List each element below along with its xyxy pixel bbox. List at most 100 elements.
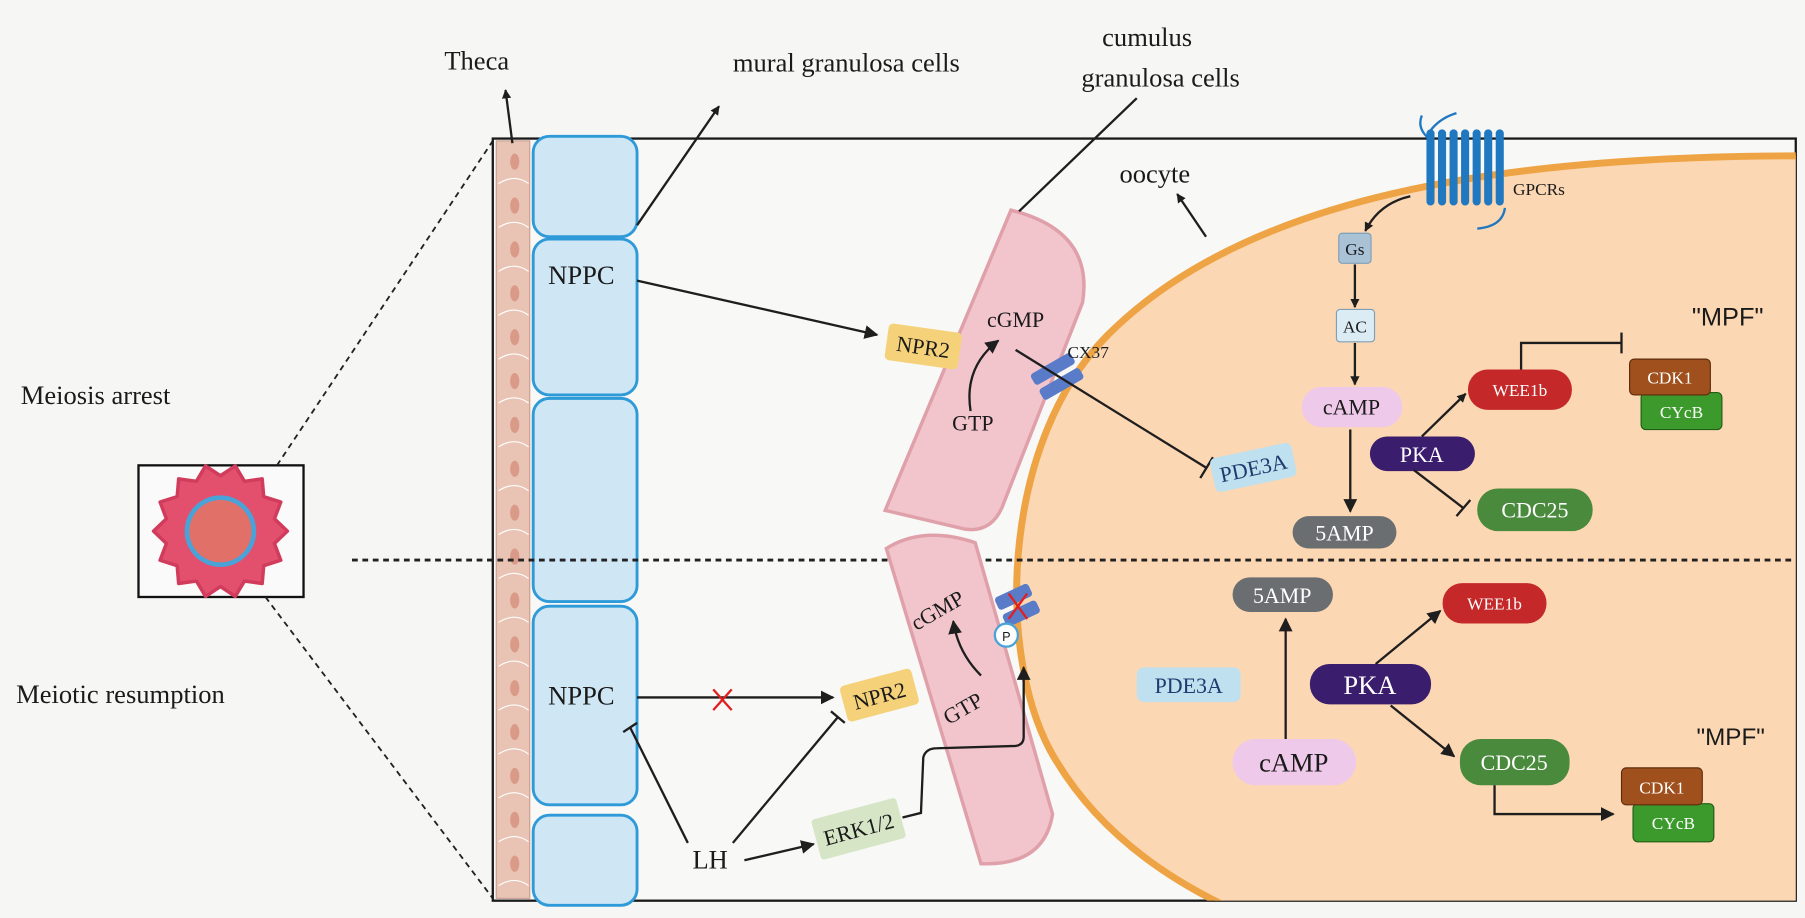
gs-box	[1338, 232, 1372, 264]
granulosa-cell	[531, 134, 639, 239]
meiotic-resumption-label: Meiotic resumption	[16, 679, 225, 709]
mpf-label: "MPF"	[1697, 724, 1765, 751]
mural-pointer	[636, 105, 720, 226]
theca-cells	[498, 153, 529, 887]
gs-label: Gs	[1345, 240, 1364, 259]
lh-to-erk-arrow	[744, 840, 815, 862]
pde3a-box	[1136, 667, 1241, 703]
cdc25-label: CDC25	[1501, 497, 1568, 522]
wee1b-label: WEE1b	[1467, 595, 1522, 614]
wee1b-label: WEE1b	[1493, 381, 1548, 400]
theca-pointer	[501, 89, 514, 144]
camp-label: cAMP	[1259, 747, 1328, 777]
theca-nucleus	[510, 416, 520, 434]
theca-cell-border	[498, 177, 529, 185]
cumulus-cell-top	[882, 208, 1086, 532]
arrest-pathway: NPPC NPR2 cGMP GTP CX37 PDE3A GPCRs Gs	[548, 112, 1763, 549]
blocked-x-icon	[1007, 592, 1029, 620]
lh-inhibits-nppc	[629, 726, 689, 844]
meiosis-arrest-label: Meiosis arrest	[21, 380, 171, 410]
gpcr-helix	[1426, 129, 1435, 206]
camp-pill	[1301, 386, 1403, 428]
gpcr-helix	[1495, 129, 1504, 206]
theca-cell-border	[498, 748, 529, 755]
theca-nucleus	[510, 153, 520, 170]
inhibit-tee	[622, 721, 638, 734]
cx37-label: CX37	[1068, 343, 1110, 362]
theca-cell-border	[498, 397, 529, 404]
theca-cell-border	[498, 221, 529, 228]
theca-nucleus	[510, 504, 520, 521]
theca-label: Theca	[444, 45, 509, 75]
resumption-pathway: NPPC NPR2 cGMP GTP P LH ERK1/2	[548, 577, 1765, 874]
gpcr-icon	[1419, 112, 1507, 230]
pka-inhibits-cdc25	[1413, 469, 1465, 509]
cdk1-box	[1629, 358, 1711, 396]
camp-pill	[1232, 739, 1357, 786]
wee1b-pill	[1468, 369, 1572, 410]
erk-to-connexon-arrow	[902, 666, 1031, 819]
cdk1-label: CDK1	[1639, 778, 1684, 797]
oocyte-pointer	[1176, 193, 1207, 238]
gpcr-helix	[1461, 129, 1470, 206]
wee1b-inhibits-cdk1	[1519, 341, 1622, 370]
theca-cell-border	[498, 792, 529, 799]
erk-box	[811, 798, 906, 860]
cdc25-pill	[1459, 739, 1570, 786]
theca-nucleus	[510, 372, 520, 390]
theca-cell-border	[498, 441, 529, 448]
granulosa-cell	[531, 237, 639, 397]
granulosa-cell	[531, 813, 639, 907]
gpcr-helix	[1472, 129, 1481, 206]
zoom-line-top	[276, 140, 494, 466]
nppc-label: NPPC	[548, 680, 614, 710]
ac-box	[1335, 308, 1376, 343]
theca-nucleus	[510, 548, 520, 565]
theca-nucleus	[510, 197, 520, 214]
pka-label: PKA	[1400, 442, 1444, 467]
theca-nucleus	[510, 724, 520, 741]
pka-to-wee1b-arrow	[1374, 609, 1442, 665]
theca-nucleus	[510, 285, 520, 302]
npr2-box	[884, 323, 962, 370]
gtp-to-cgmp-arrow	[968, 339, 1000, 412]
npr2-box	[840, 668, 919, 722]
theca-cell-border	[498, 309, 529, 316]
theca-cell-border	[498, 660, 529, 667]
pka-to-wee1b-arrow	[1421, 392, 1467, 438]
mural-granulosa-cells	[531, 134, 639, 907]
inhibit-tee	[1455, 499, 1472, 517]
gtp-to-cgmp-arrow	[948, 619, 982, 677]
theca-nucleus	[510, 329, 520, 346]
follicle-oocyte-icon	[189, 499, 252, 563]
theca-cell-border	[498, 484, 529, 492]
gtp-label: GTP	[952, 411, 993, 436]
wee1b-pill	[1442, 583, 1547, 624]
cx37-connexon-icon	[1030, 353, 1084, 400]
cgmp-inhibits-pde3a	[1014, 348, 1207, 469]
inhibit-tee	[1199, 456, 1214, 479]
gpcr-helix	[1449, 129, 1458, 206]
theca-nucleus	[510, 767, 520, 785]
cgmp-label: cGMP	[987, 307, 1044, 332]
cumulus-cell-bottom	[884, 533, 1055, 866]
cdc25-pill	[1477, 488, 1593, 532]
5amp-label: 5AMP	[1253, 583, 1311, 608]
5amp-pill	[1292, 516, 1397, 549]
cycb-label: CYcB	[1660, 403, 1703, 422]
cdc25-label: CDC25	[1481, 750, 1548, 775]
camp-label: cAMP	[1323, 395, 1380, 420]
zoom-line-bottom	[264, 596, 494, 899]
theca-nucleus	[510, 460, 520, 477]
gpcr-helix	[1437, 129, 1447, 206]
theca-cell-border	[498, 353, 529, 360]
gpcr-helix	[1484, 129, 1493, 206]
pde3a-box	[1210, 442, 1297, 492]
granulosa-cell	[531, 604, 639, 807]
cdk1-label: CDK1	[1647, 368, 1692, 387]
ac-label: AC	[1343, 318, 1367, 337]
cycb-label: CYcB	[1652, 814, 1695, 833]
cumulus-pointer	[1018, 97, 1138, 213]
theca-nucleus	[510, 855, 520, 872]
pka-to-cdc25-arrow	[1389, 704, 1456, 758]
